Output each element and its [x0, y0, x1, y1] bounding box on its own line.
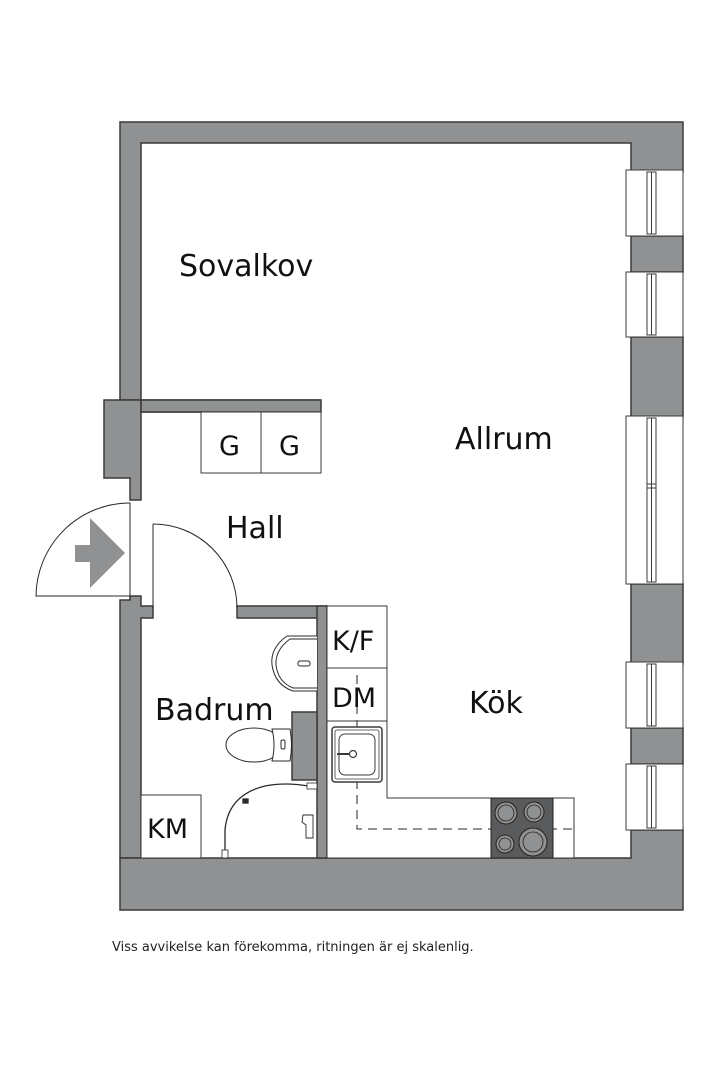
- wardrobe-label: G: [219, 431, 240, 462]
- bathroom-door: [152, 523, 238, 609]
- washing-machine: [140, 794, 202, 859]
- entrance-arrow-icon: [75, 518, 125, 588]
- walls: [103, 121, 684, 911]
- window-icon: [625, 169, 684, 237]
- washing-machine-label: KM: [147, 814, 188, 845]
- window-icon: [625, 763, 684, 831]
- sink-icon: [271, 635, 317, 692]
- room-label-hall: Hall: [226, 511, 284, 546]
- dishwasher-label: DM: [332, 683, 376, 714]
- windows: [625, 169, 684, 831]
- kitchen-sink-icon: [331, 726, 383, 783]
- disclaimer-text: Viss avvikelse kan förekomma, ritningen …: [112, 940, 474, 955]
- shower-icon: [221, 782, 318, 859]
- room-label-allrum: Allrum: [455, 422, 553, 457]
- fridge-freezer-label: K/F: [332, 626, 374, 657]
- wardrobes: [200, 411, 322, 474]
- room-label-sovalkov: Sovalkov: [179, 249, 313, 284]
- window-icon: [625, 661, 684, 729]
- window-icon: [625, 415, 684, 585]
- room-label-badrum: Badrum: [155, 693, 274, 728]
- wardrobe-label: G: [279, 431, 300, 462]
- toilet-icon: [225, 727, 292, 763]
- room-label-kok: Kök: [469, 686, 524, 721]
- stove-icon: [490, 797, 554, 859]
- window-icon: [625, 271, 684, 338]
